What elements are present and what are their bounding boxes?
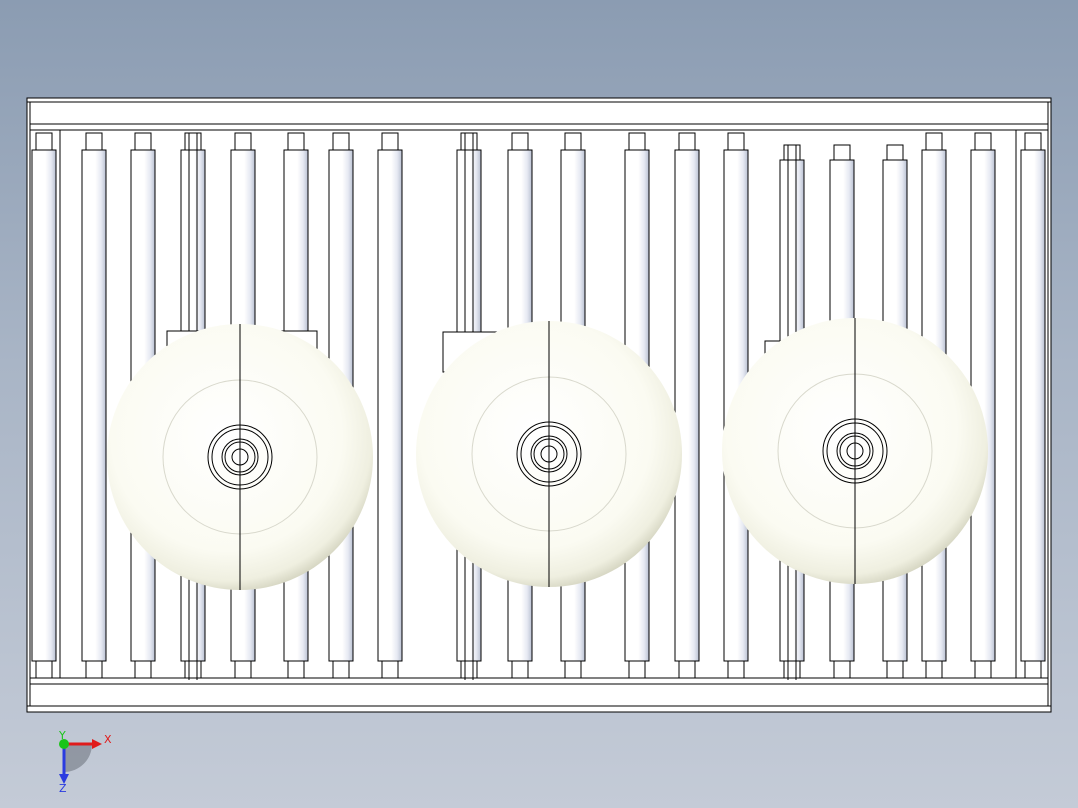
x-axis-label: X [104,733,112,746]
z-axis-label: Z [59,782,67,794]
orientation-triad[interactable]: X Y Z [48,730,118,794]
x-axis-arrow-icon [92,739,102,749]
z-axis-arrow-icon [59,774,69,784]
roller [1020,132,1046,679]
caster-wheel-1 [107,324,373,590]
roller [377,132,403,679]
caster-wheel-3 [722,318,988,584]
roller [31,132,57,679]
y-axis-dot-icon [59,739,69,749]
triad-shadow [64,744,92,772]
top-rail [27,101,1051,131]
roller [970,132,996,679]
bottom-rail [27,677,1051,707]
roller [674,132,700,679]
roller [81,132,107,679]
side-plates [29,130,1049,678]
y-axis-label: Y [58,730,66,742]
caster-wheel-2 [416,321,682,587]
caster-wheels [107,318,988,590]
